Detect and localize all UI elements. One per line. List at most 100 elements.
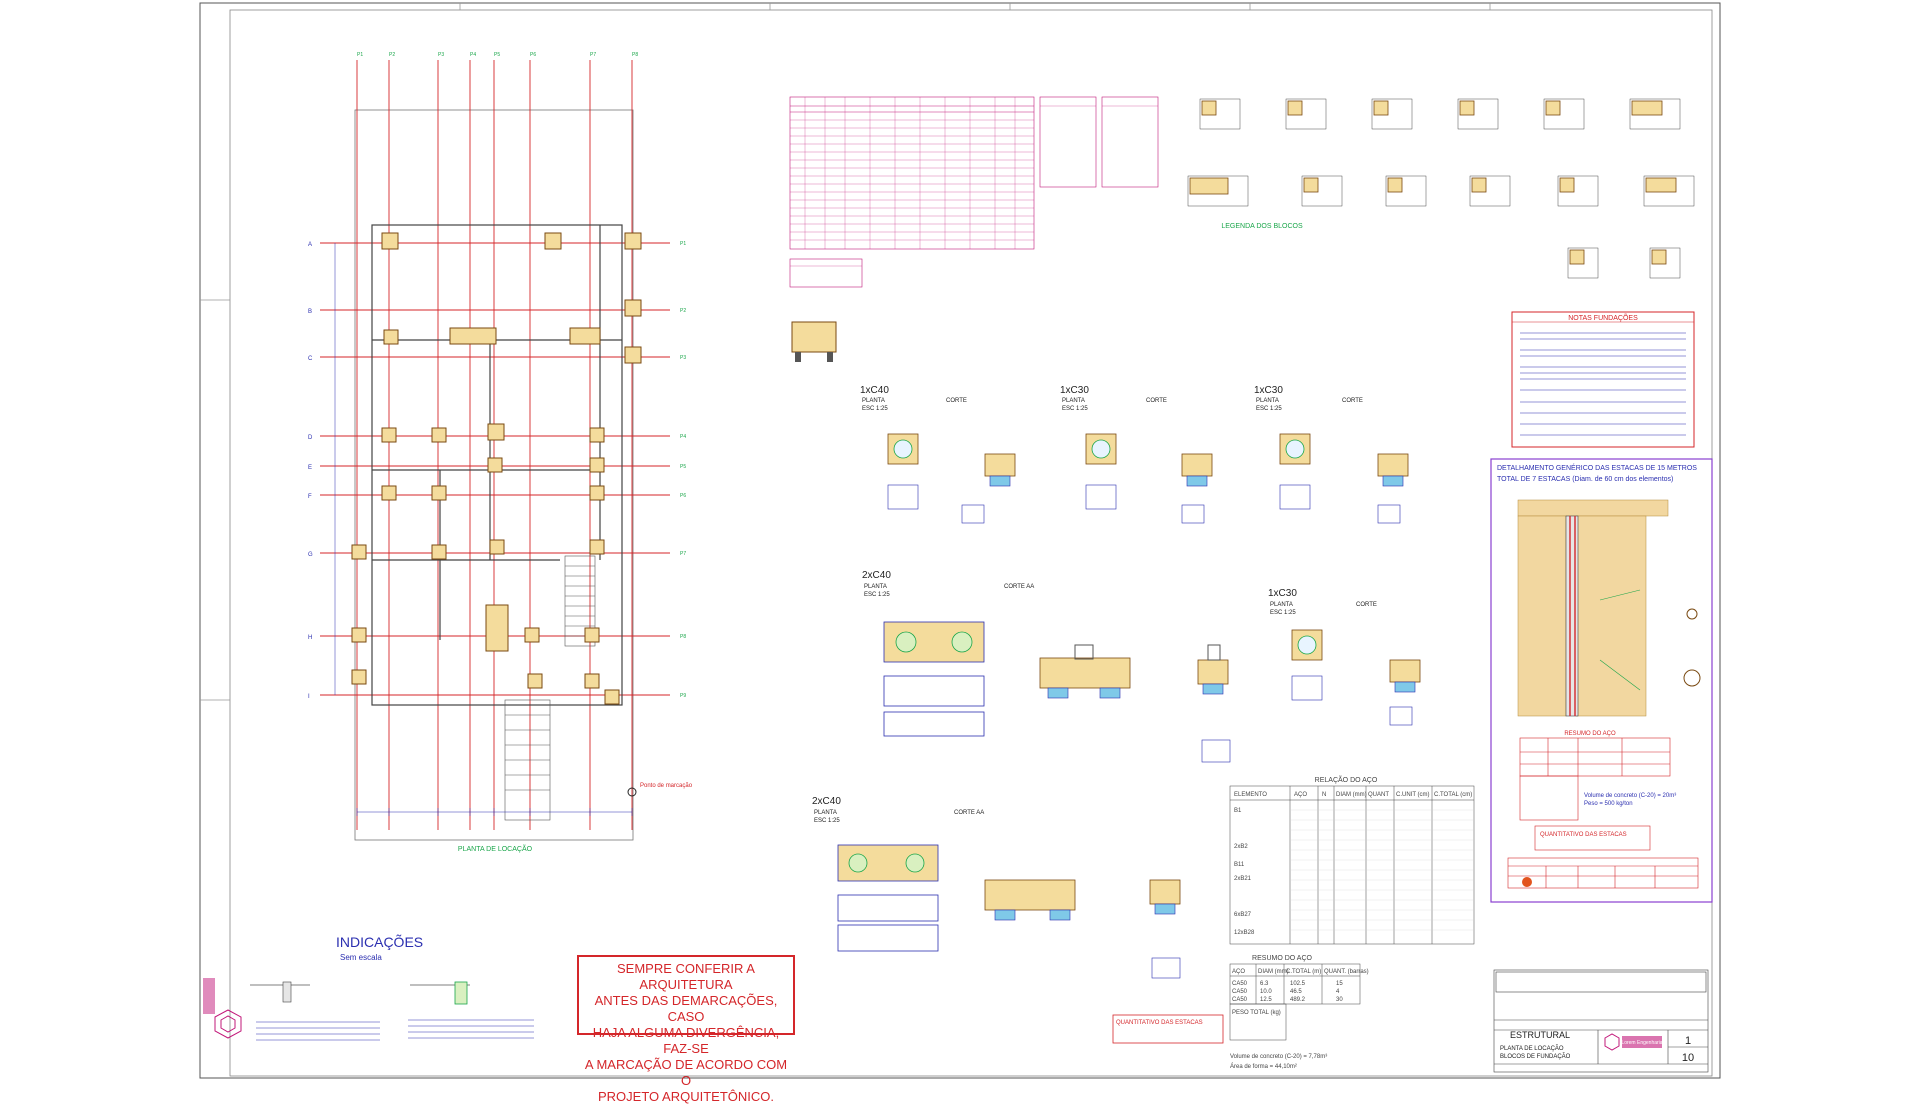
block-3-escala: ESC 1:25 <box>1256 406 1282 412</box>
qty-note: QUANTITATIVO DAS ESTACAS <box>1540 832 1627 838</box>
block-2-planta: PLANTA <box>1062 398 1085 404</box>
stake-detail-subtitle: TOTAL DE 7 ESTACAS (Diam. de 60 cm dos e… <box>1497 476 1673 483</box>
svg-text:P2: P2 <box>680 308 686 314</box>
block-6-planta: PLANTA <box>814 810 837 816</box>
legend-blocks-title: LEGENDA DOS BLOCOS <box>1221 223 1303 230</box>
title-block <box>1493 969 1709 1073</box>
svg-text:G: G <box>308 552 313 558</box>
summary-cell: CA50 <box>1232 989 1248 995</box>
warning-line: SEMPRE CONFERIR A ARQUITETURA <box>617 961 755 992</box>
summary-cell: 46.5 <box>1290 989 1302 995</box>
title-total: 10 <box>1682 1052 1694 1064</box>
svg-text:P9: P9 <box>680 693 686 699</box>
block-6-name: 2xC40 <box>812 796 841 807</box>
foundation-notes <box>1511 311 1695 448</box>
svg-text:B: B <box>308 309 312 315</box>
warning-note: SEMPRE CONFERIR A ARQUITETURA ANTES DAS … <box>577 955 795 1104</box>
svg-text:H: H <box>308 635 312 641</box>
summary-cell: 4 <box>1336 989 1340 995</box>
summary-cell: 102.5 <box>1290 981 1306 987</box>
svg-text:P1: P1 <box>680 241 686 247</box>
block-legend <box>1189 100 1677 265</box>
steel-header-elemento: ELEMENTO <box>1234 792 1267 798</box>
block-4-escala: ESC 1:25 <box>864 592 890 598</box>
svg-text:P5: P5 <box>494 52 500 58</box>
svg-text:P5: P5 <box>680 464 686 470</box>
block-4-corte: CORTE AA <box>1004 584 1034 590</box>
block-elevation-sample <box>791 321 837 362</box>
block-details <box>837 433 1421 979</box>
summary-cell: 12.5 <box>1260 997 1272 1003</box>
steel-header-aco: AÇO <box>1294 792 1307 798</box>
steel-element: B1 <box>1234 808 1242 814</box>
summary-cell: CA50 <box>1232 997 1248 1003</box>
block-1-name: 1xC40 <box>860 385 889 396</box>
summary-cell: 30 <box>1336 997 1343 1003</box>
title-folha: 1 <box>1685 1035 1691 1047</box>
summary-cell: 489.2 <box>1290 997 1306 1003</box>
svg-text:P3: P3 <box>438 52 444 58</box>
indications-title: INDICAÇÕES <box>336 934 424 950</box>
stake-detail-title: DETALHAMENTO GENÉRICO DAS ESTACAS DE 15 … <box>1497 463 1697 472</box>
steel-header-diam: DIAM (mm) <box>1336 792 1367 798</box>
svg-text:P2: P2 <box>389 52 395 58</box>
steel-element: 6xB27 <box>1234 912 1252 918</box>
block-5-planta: PLANTA <box>1270 602 1293 608</box>
block-2-name: 1xC30 <box>1060 385 1089 396</box>
point-label: Ponto de marcação <box>640 783 693 789</box>
block-1-planta: PLANTA <box>862 398 885 404</box>
steel-table-title: RELAÇÃO DO AÇO <box>1315 775 1378 784</box>
warning-line: ANTES DAS DEMARCAÇÕES, CASO <box>594 993 778 1024</box>
steel-element: 2xB21 <box>1234 876 1252 882</box>
pile-volume: Volume de concreto (C-20) = 20m³ <box>1584 793 1676 799</box>
summary-header: C.TOTAL (m) <box>1286 969 1321 975</box>
steel-relation-table <box>1229 785 1475 945</box>
svg-text:P8: P8 <box>632 52 638 58</box>
svg-text:P4: P4 <box>680 434 686 440</box>
svg-text:P7: P7 <box>680 551 686 557</box>
summary-header: DIAM (mm) <box>1258 969 1289 975</box>
title-disciplina: ESTRUTURAL <box>1510 1030 1570 1040</box>
summary-cell: 15 <box>1336 981 1343 987</box>
steel-header-quant: QUANT <box>1368 792 1389 798</box>
pile-steel-summary <box>1507 737 1699 889</box>
steel-summary-title: RESUMO DO AÇO <box>1252 955 1312 962</box>
svg-text:F: F <box>308 494 312 500</box>
block-6-escala: ESC 1:25 <box>814 818 840 824</box>
svg-text:D: D <box>308 435 313 441</box>
summary-cell: CA50 <box>1232 981 1248 987</box>
svg-text:I: I <box>308 694 310 700</box>
summary-header: QUANT. (barras) <box>1324 969 1369 975</box>
warning-line: HAJA ALGUMA DIVERGÊNCIA, FAZ-SE <box>592 1025 780 1056</box>
svg-text:P8: P8 <box>680 634 686 640</box>
title-logo-text: Lorem Engenharia <box>1621 1040 1662 1046</box>
block-6-corte: CORTE AA <box>954 810 984 816</box>
block-1-corte: CORTE <box>946 398 967 404</box>
summary-header: AÇO <box>1232 969 1245 975</box>
steel-element: B11 <box>1234 862 1245 868</box>
svg-text:A: A <box>308 242 312 248</box>
plan-title: PLANTA DE LOCAÇÃO <box>458 844 533 853</box>
block-2-corte: CORTE <box>1146 398 1167 404</box>
pile-detail <box>1490 458 1713 903</box>
warning-line: PROJETO ARQUITETÔNICO. <box>597 1089 774 1104</box>
steel-element: 12xB28 <box>1234 930 1255 936</box>
steel-header-n: N <box>1322 792 1326 798</box>
summary-cell: 10.0 <box>1260 989 1272 995</box>
block-1-escala: ESC 1:25 <box>862 406 888 412</box>
summary-total-label: PESO TOTAL (kg) <box>1232 1010 1281 1016</box>
indications-details <box>203 978 534 1041</box>
block-2-escala: ESC 1:25 <box>1062 406 1088 412</box>
svg-text:P7: P7 <box>590 52 596 58</box>
block-3-planta: PLANTA <box>1256 398 1279 404</box>
pile-summary-title: RESUMO DO AÇO <box>1564 731 1616 737</box>
svg-text:P1: P1 <box>357 52 363 58</box>
steel-header-cunit: C.UNIT (cm) <box>1396 792 1430 798</box>
notes-title: NOTAS FUNDAÇÕES <box>1568 313 1638 322</box>
block-4-planta: PLANTA <box>864 584 887 590</box>
block-3-corte: CORTE <box>1342 398 1363 404</box>
svg-text:C: C <box>308 356 313 362</box>
